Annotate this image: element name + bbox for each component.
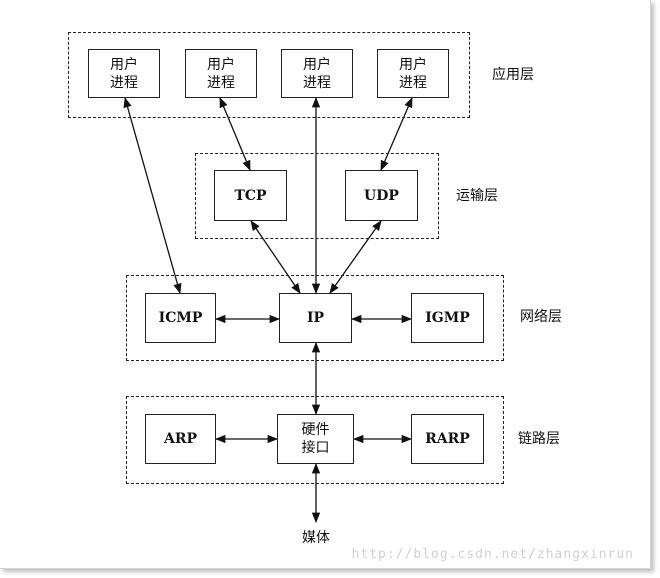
arrow-process4-udp (380, 97, 413, 171)
application-layer-label: 应用层 (492, 67, 534, 83)
arrow-udp-ip (329, 220, 382, 294)
network-layer-label: 网络层 (520, 309, 562, 325)
link-layer-box (126, 396, 504, 484)
icmp-box: ICMP (145, 293, 216, 343)
rarp-box: RARP (411, 414, 484, 464)
ip-box: IP (279, 293, 352, 343)
arrow-process1-icmp (123, 96, 182, 295)
hardware-interface-box: 硬件 接口 (277, 414, 354, 464)
media-label: 媒体 (302, 530, 330, 546)
arrow-tcp-ip (250, 220, 301, 294)
watermark-text: http://blog.csdn.net/zhangxinrun (351, 547, 634, 562)
diagram-frame: 用户 进程 用户 进程 用户 进程 用户 进程 TCP UDP ICMP IP … (0, 0, 651, 569)
arp-box: ARP (145, 414, 216, 464)
link-layer-label: 链路层 (518, 431, 560, 447)
application-layer-box (68, 32, 470, 118)
udp-box: UDP (345, 170, 418, 221)
user-process-box: 用户 进程 (281, 49, 353, 98)
arrow-process2-tcp (219, 97, 251, 171)
user-process-box: 用户 进程 (88, 49, 160, 98)
transport-layer-box (195, 153, 439, 239)
igmp-box: IGMP (411, 293, 484, 343)
transport-layer-label: 运输层 (456, 188, 498, 204)
user-process-box: 用户 进程 (377, 49, 449, 98)
tcp-box: TCP (214, 170, 287, 221)
user-process-box: 用户 进程 (185, 49, 257, 98)
network-layer-box (126, 275, 504, 361)
